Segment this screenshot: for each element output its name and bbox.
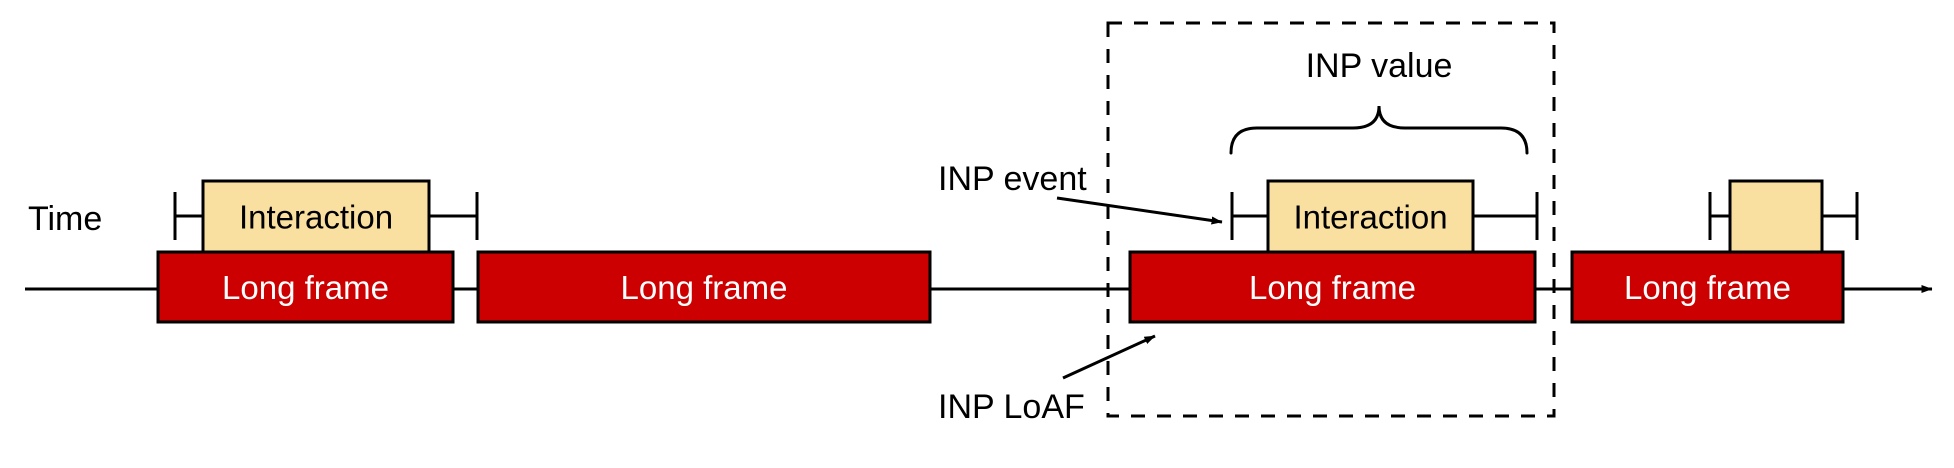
interaction-box	[201, 179, 431, 256]
inp-event-arrow-icon	[1056, 196, 1223, 225]
interaction-whiskers	[1230, 192, 1539, 240]
time-axis-label: Time	[28, 200, 102, 238]
frame-group-1: Interaction Long frame	[156, 179, 479, 324]
inp-loaf-arrow-icon	[1062, 334, 1156, 380]
frame-group-2: Long frame	[476, 250, 932, 324]
interaction-box	[1728, 179, 1824, 256]
long-frame-box	[156, 250, 455, 324]
inp-value-label: INP value	[1306, 47, 1453, 85]
long-frame-box	[1128, 250, 1537, 324]
frame-group-3: Interaction Long frame	[1128, 179, 1539, 324]
long-frame-box	[1570, 250, 1845, 324]
interaction-label: Interaction	[1293, 199, 1447, 236]
interaction-whiskers	[173, 192, 479, 240]
long-frame-label: Long frame	[1624, 269, 1791, 306]
interaction-box	[1266, 179, 1475, 256]
long-frame-box	[476, 250, 932, 324]
interaction-label: Interaction	[239, 199, 393, 236]
long-frame-label: Long frame	[621, 269, 788, 306]
inp-value-brace-icon	[1229, 105, 1529, 155]
interaction-whiskers	[1708, 192, 1859, 240]
timeline-axis: Time	[25, 200, 1933, 293]
inp-loaf-label: INP LoAF	[938, 388, 1085, 426]
long-frame-label: Long frame	[1249, 269, 1416, 306]
frame-group-4: Long frame	[1570, 179, 1859, 324]
inp-event-label: INP event	[938, 160, 1087, 198]
long-frame-label: Long frame	[222, 269, 389, 306]
